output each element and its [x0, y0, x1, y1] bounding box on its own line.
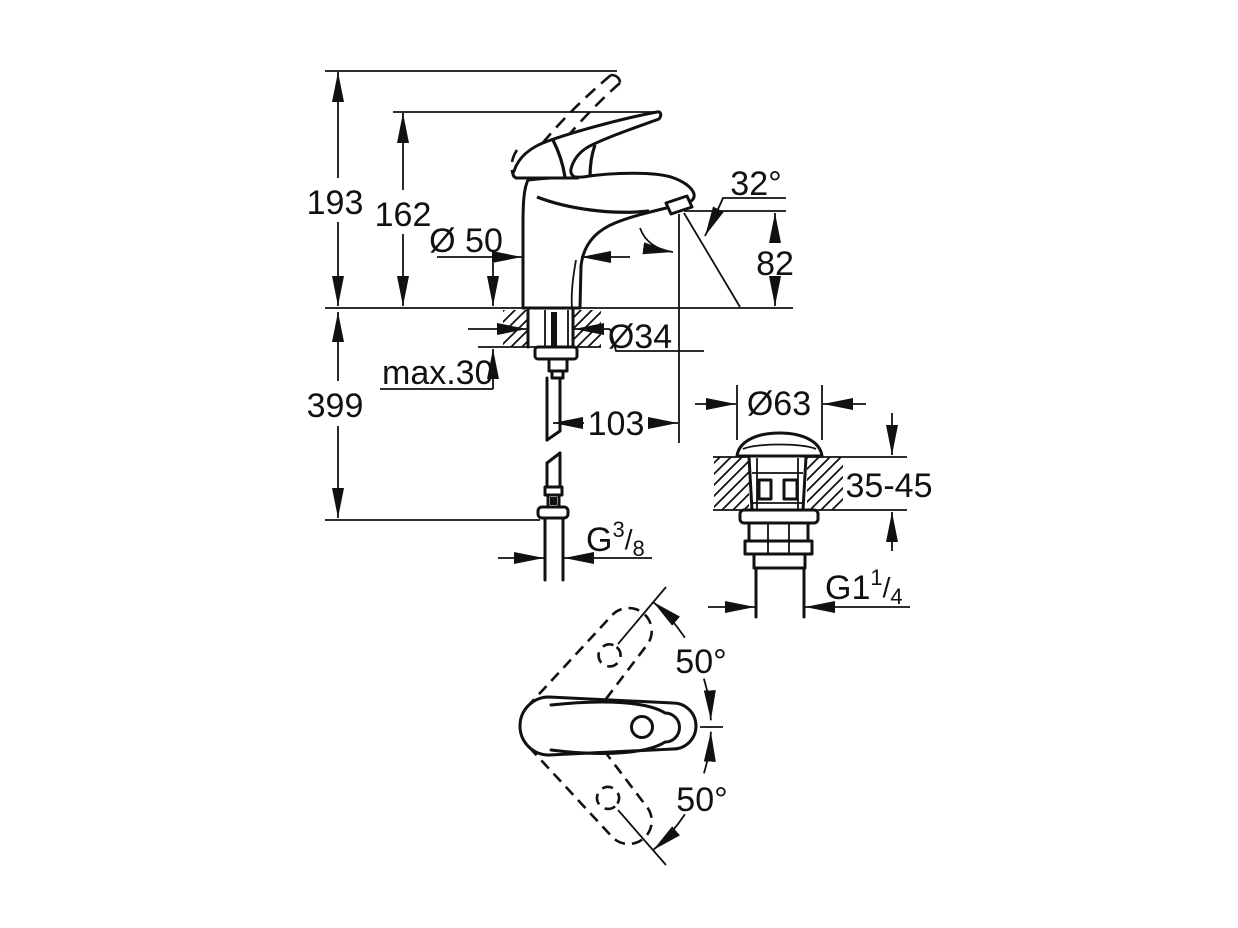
supply-pipe [536, 376, 570, 582]
lever-outline [511, 110, 663, 180]
dim-label-162: 162 [375, 196, 432, 234]
body-outline [521, 171, 696, 310]
angled-spray-line [683, 212, 741, 308]
overflow-window-left [757, 478, 773, 501]
threaded-stud [551, 312, 557, 347]
swing-arcs [652, 601, 716, 851]
dim-spout-reach: 103 [553, 405, 678, 443]
dim-label-35-45: 35-45 [846, 467, 933, 505]
drain-deck-section [713, 456, 907, 511]
spray-angle-lines [639, 212, 741, 443]
dim-spout-angle: 32° [704, 165, 786, 237]
dim-label-o63: Ø63 [747, 385, 811, 423]
dim-label-399: 399 [307, 387, 364, 425]
handle-top-solid [518, 695, 698, 757]
handle-top-inner-contour [549, 700, 681, 755]
dim-drain-cap-diameter: Ø63 [695, 385, 866, 440]
faucet-body [521, 171, 696, 310]
dim-label-o34: Ø34 [608, 318, 672, 356]
dim-label-50deg-up: 50° [675, 643, 726, 681]
dim-399: 399 [307, 312, 364, 518]
check-valve-collar [536, 505, 570, 520]
swing-line-up [617, 586, 667, 645]
drain-body [735, 431, 824, 619]
lever-crease-right [588, 144, 597, 178]
drain-locknut [743, 539, 814, 556]
dim-label-32deg: 32° [730, 165, 781, 203]
shank-and-supply [526, 308, 579, 582]
handle-lever [511, 110, 663, 180]
swing-line-down [617, 809, 667, 866]
drain-deck-hatch-left [714, 457, 749, 510]
dim-label-g38: G3/8 [586, 517, 645, 561]
mounting-nut [533, 345, 579, 361]
dim-drain-deck-thickness: 35-45 [846, 413, 933, 551]
drain-cap-rim [742, 443, 817, 450]
dim-193: 193 [307, 72, 364, 306]
dim-drain-thread: G11/4 [708, 565, 910, 613]
body-inner-contour [570, 259, 577, 309]
dim-label-193: 193 [307, 184, 364, 222]
dim-max-deck-thickness: max.30 [380, 263, 499, 392]
dim-label-50deg-down: 50° [676, 781, 727, 819]
angle-arc-left [639, 227, 674, 255]
dim-base-diameter: Ø 50 [429, 222, 630, 263]
drain-flange [738, 508, 820, 525]
faucet-side-view [478, 73, 741, 582]
dim-label-o50: Ø 50 [429, 222, 503, 260]
lever-crease-left [551, 139, 567, 178]
dimensions-side-view: 193 162 Ø 50 32° 82 [307, 70, 794, 564]
dim-label-max30: max.30 [382, 354, 494, 392]
overflow-window-right [782, 478, 799, 501]
drain-assembly-view: Ø63 35-45 G11/4 [695, 385, 933, 619]
handle-top-outline [518, 695, 698, 757]
dim-label-103: 103 [588, 405, 645, 443]
handle-pin [630, 715, 654, 739]
dim-label-82: 82 [756, 245, 794, 283]
dim-supply-thread: G3/8 [498, 517, 652, 564]
dim-82: 82 [756, 213, 794, 306]
dim-shank-diameter: Ø34 [468, 318, 704, 356]
spout-inner-contour [536, 195, 650, 214]
drain-deck-hatch-right [807, 457, 843, 510]
aerator [664, 194, 694, 216]
handle-top-view: 50° 50° [518, 586, 728, 866]
dim-label-g114: G11/4 [825, 565, 903, 609]
dim-162: 162 [375, 113, 432, 306]
